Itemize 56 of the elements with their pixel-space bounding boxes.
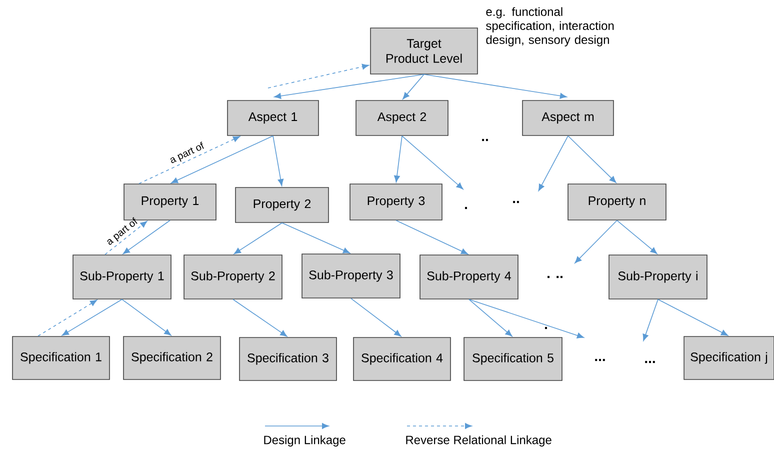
arrow bbox=[424, 74, 567, 99]
arrow bbox=[574, 220, 618, 264]
process-box: Specification j bbox=[684, 336, 774, 380]
arrow bbox=[122, 220, 170, 254]
arrow bbox=[402, 74, 424, 100]
arrow bbox=[122, 298, 172, 336]
process-box: Sub-Property i bbox=[608, 254, 708, 300]
arrow bbox=[232, 298, 288, 337]
arrow bbox=[268, 64, 369, 88]
arrow bbox=[642, 298, 658, 341]
annotation-text: e.g. functional specification, interaction design, sensory design bbox=[486, 7, 614, 46]
ellipsis: .. bbox=[482, 138, 488, 142]
arrow bbox=[468, 298, 584, 338]
arrow bbox=[616, 220, 658, 254]
arrow bbox=[396, 220, 468, 254]
arrow bbox=[402, 135, 464, 190]
process-box: Sub-Property 4 bbox=[420, 254, 518, 300]
arrow bbox=[282, 222, 350, 254]
arrow bbox=[394, 135, 402, 182]
arrow bbox=[138, 136, 240, 184]
process-box: Sub-Property 3 bbox=[302, 254, 400, 298]
process-box: Property 3 bbox=[350, 184, 442, 220]
arrow bbox=[104, 220, 148, 255]
process-box: Property n bbox=[568, 184, 666, 220]
process-box: Specification 2 bbox=[123, 336, 221, 380]
arrow bbox=[568, 135, 616, 183]
process-box: Aspect 2 bbox=[356, 100, 448, 136]
ellipsis: ... bbox=[595, 358, 605, 362]
arrow bbox=[38, 300, 98, 336]
arrow bbox=[234, 222, 282, 254]
process-box: Aspect m bbox=[522, 100, 614, 136]
ellipsis: . bbox=[545, 326, 547, 330]
arrow bbox=[658, 298, 728, 336]
arrow bbox=[62, 298, 122, 336]
legend-text: Reverse Relational Linkage bbox=[406, 435, 552, 447]
process-box: Specification 3 bbox=[239, 337, 337, 381]
ellipsis: ... bbox=[645, 360, 655, 364]
process-box: Target Product Level bbox=[370, 28, 478, 74]
arrow bbox=[350, 298, 402, 337]
process-box: Aspect 1 bbox=[227, 100, 319, 136]
process-box: Specification 5 bbox=[464, 337, 562, 381]
ellipsis: . .. bbox=[548, 276, 562, 278]
ellipsis: . bbox=[465, 206, 467, 210]
legend-text: Design Linkage bbox=[264, 435, 346, 447]
process-box: Sub-Property 1 bbox=[72, 254, 172, 300]
arrow bbox=[272, 135, 284, 186]
process-box: Property 2 bbox=[235, 187, 329, 223]
process-box: Specification 1 bbox=[12, 336, 110, 380]
ellipsis: .. bbox=[513, 200, 519, 204]
process-box: Sub-Property 2 bbox=[184, 254, 282, 300]
process-box: Specification 4 bbox=[353, 337, 451, 381]
arrow bbox=[274, 74, 424, 99]
edge-label: a part of bbox=[170, 142, 204, 164]
arrow bbox=[171, 135, 274, 184]
arrow bbox=[538, 135, 568, 192]
arrow bbox=[468, 298, 512, 336]
